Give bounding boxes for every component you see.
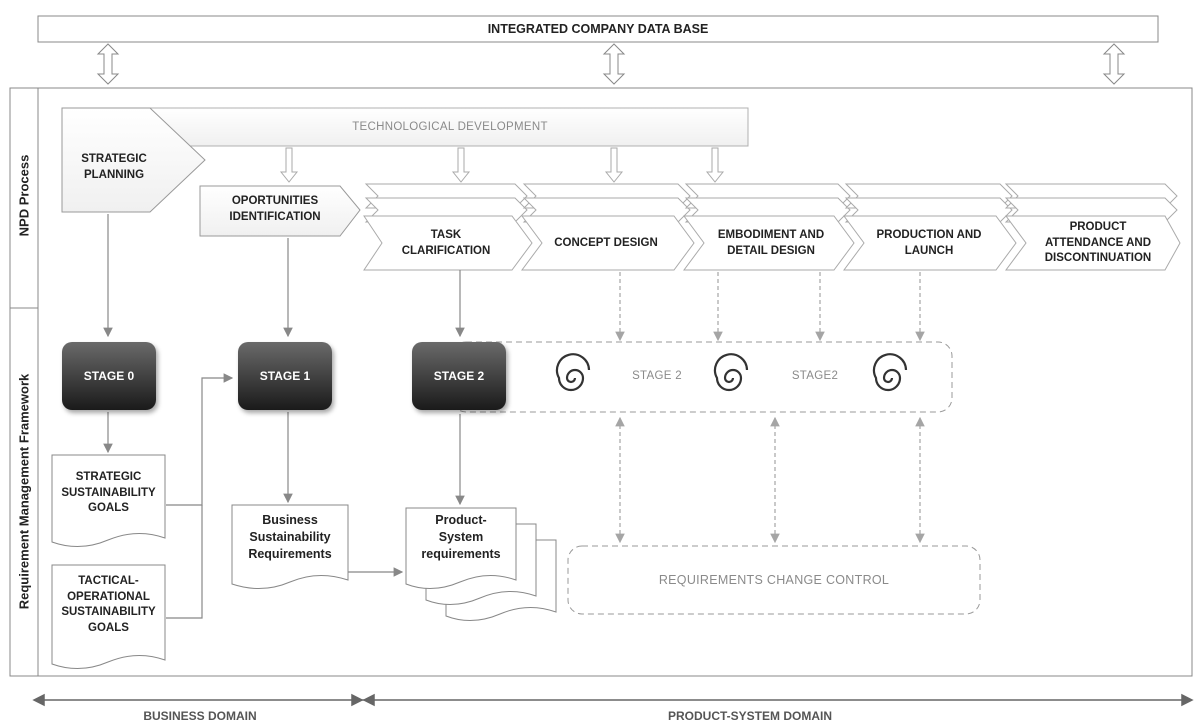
stage-1-box: STAGE 1 [238,342,332,410]
opportunities-label: OPORTUNITIES IDENTIFICATION [229,195,321,223]
change-control-label: REQUIREMENTS CHANGE CONTROL [658,573,890,587]
business-requirements-doc: Business Sustainability Requirements [248,513,332,561]
spiral-icon [872,353,908,392]
business-domain-label: BUSINESS DOMAIN [143,709,257,723]
opportunities-shape [199,185,361,237]
tech-dev-arrows [279,147,725,183]
phase-task-clarification: TASK CLARIFICATION [401,229,491,257]
technological-development-label: TECHNOLOGICAL DEVELOPMENT [352,121,548,133]
database-arrow-center [602,43,626,85]
spiral-icon [555,353,591,392]
phase-chevrons [363,183,1181,271]
outer-frame [9,87,1193,677]
product-system-domain-label: PRODUCT-SYSTEM DOMAIN [667,709,832,723]
stage2-loop-container [451,341,953,413]
phase-product-attendance: PRODUCT ATTENDANCE AND DISCONTINUATION [1044,221,1152,265]
phase-production-launch: PRODUCTION AND LAUNCH [876,229,982,257]
solid-connectors [103,214,465,619]
phase-concept-design: CONCEPT DESIGN [554,237,658,249]
rm-framework-label: Requirement Management Framework [16,373,32,610]
database-arrow-left [96,43,120,85]
stage-2-box: STAGE 2 [412,342,506,410]
spiral-icons [555,353,908,392]
npd-process-label: NPD Process [16,154,32,237]
phase-embodiment-detail: EMBODIMENT AND DETAIL DESIGN [717,229,825,257]
database-title: INTEGRATED COMPANY DATA BASE [487,22,709,36]
strategic-planning-label: STRATEGIC PLANNING [81,153,147,181]
strategic-planning-shape [61,107,206,213]
domain-arrows [32,693,1194,707]
strategic-goals-doc: STRATEGIC SUSTAINABILITY GOALS [61,471,156,515]
stage-0-box: STAGE 0 [62,342,156,410]
dashed-phase-connectors [615,272,925,342]
dashed-change-connectors [615,416,925,544]
database-arrow-right [1102,43,1126,85]
spiral-icon [713,353,749,392]
tactical-goals-doc: TACTICAL- OPERATIONAL SUSTAINABILITY GOA… [61,575,156,634]
loop-stage2-label: STAGE2 [791,370,839,382]
loop-stage-2-label: STAGE 2 [632,370,682,382]
document-shapes [51,454,557,669]
change-control-box [567,545,981,615]
product-requirements-doc: Product- System requirements [421,513,501,561]
database-bar [37,15,1159,43]
